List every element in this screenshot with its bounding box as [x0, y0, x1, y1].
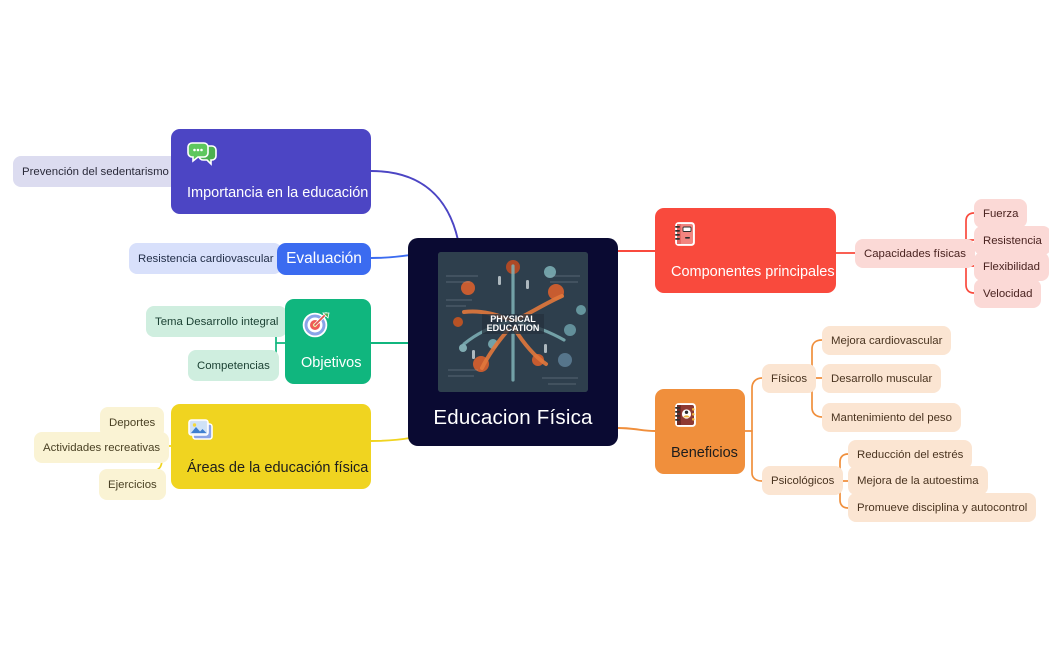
branch-node-importancia[interactable]: Importancia en la educación: [171, 129, 371, 214]
image-gallery-icon: [187, 416, 217, 443]
notebook-icon: [671, 220, 701, 247]
pill-desarrollo-muscular[interactable]: Desarrollo muscular: [822, 364, 942, 393]
branch-node-beneficios[interactable]: Beneficios: [655, 389, 745, 474]
pill-ejercicios[interactable]: Ejercicios: [99, 469, 166, 500]
pill-mejora-cardiovascular[interactable]: Mejora cardiovascular: [822, 326, 952, 355]
central-node[interactable]: PHYSICAL EDUCATION Educacion Física: [408, 238, 618, 446]
pill-promueve-disciplina[interactable]: Promueve disciplina y autocontrol: [848, 493, 1037, 522]
branch-label-importancia: Importancia en la educación: [187, 185, 369, 201]
address-book-icon: [671, 401, 701, 428]
pill-competencias[interactable]: Competencias: [188, 350, 279, 381]
pill-capacidades-fisicas[interactable]: Capacidades físicas: [855, 239, 975, 268]
pill-actividades-recreativas[interactable]: Actividades recreativas: [34, 432, 170, 463]
pill-psicologicos[interactable]: Psicológicos: [762, 466, 844, 495]
branch-label-evaluacion: Evaluación: [286, 250, 362, 267]
pill-resistencia[interactable]: Resistencia: [974, 226, 1049, 255]
pill-flexibilidad[interactable]: Flexibilidad: [974, 252, 1049, 281]
svg-text:EDUCATION: EDUCATION: [487, 323, 540, 333]
wire-center-beneficios: [617, 427, 656, 432]
wire-beneficios-groups: [751, 377, 763, 482]
pill-fisicos[interactable]: Físicos: [762, 364, 817, 393]
pill-reduccion-estres[interactable]: Reducción del estrés: [848, 440, 973, 469]
branch-label-objetivos: Objetivos: [301, 355, 362, 371]
branch-node-evaluacion[interactable]: Evaluación: [277, 243, 371, 275]
pill-mantenimiento-peso[interactable]: Mantenimiento del peso: [822, 403, 961, 432]
pill-prevencion-sedentarismo[interactable]: Prevención del sedentarismo: [13, 156, 178, 187]
central-illustration: PHYSICAL EDUCATION: [438, 252, 588, 392]
branch-label-beneficios: Beneficios: [671, 445, 738, 461]
pill-velocidad[interactable]: Velocidad: [974, 279, 1042, 308]
central-title: Educacion Física: [433, 406, 593, 429]
branch-node-areas[interactable]: Áreas de la educación física: [171, 404, 371, 489]
branch-node-objetivos[interactable]: Objetivos: [285, 299, 371, 384]
pill-fuerza[interactable]: Fuerza: [974, 199, 1028, 228]
svg-text:PHYSICAL: PHYSICAL: [490, 314, 536, 324]
branch-label-areas: Áreas de la educación física: [187, 460, 369, 476]
pill-mejora-autoestima[interactable]: Mejora de la autoestima: [848, 466, 988, 495]
pill-tema-desarrollo-integral[interactable]: Tema Desarrollo integral: [146, 306, 288, 337]
wire-center-importancia: [370, 170, 459, 241]
branch-node-componentes[interactable]: Componentes principales: [655, 208, 836, 293]
pill-resistencia-cardiovascular[interactable]: Resistencia cardiovascular: [129, 243, 283, 274]
target-icon: [301, 311, 331, 338]
speech-bubbles-icon: [187, 141, 217, 168]
branch-label-componentes: Componentes principales: [671, 264, 835, 280]
